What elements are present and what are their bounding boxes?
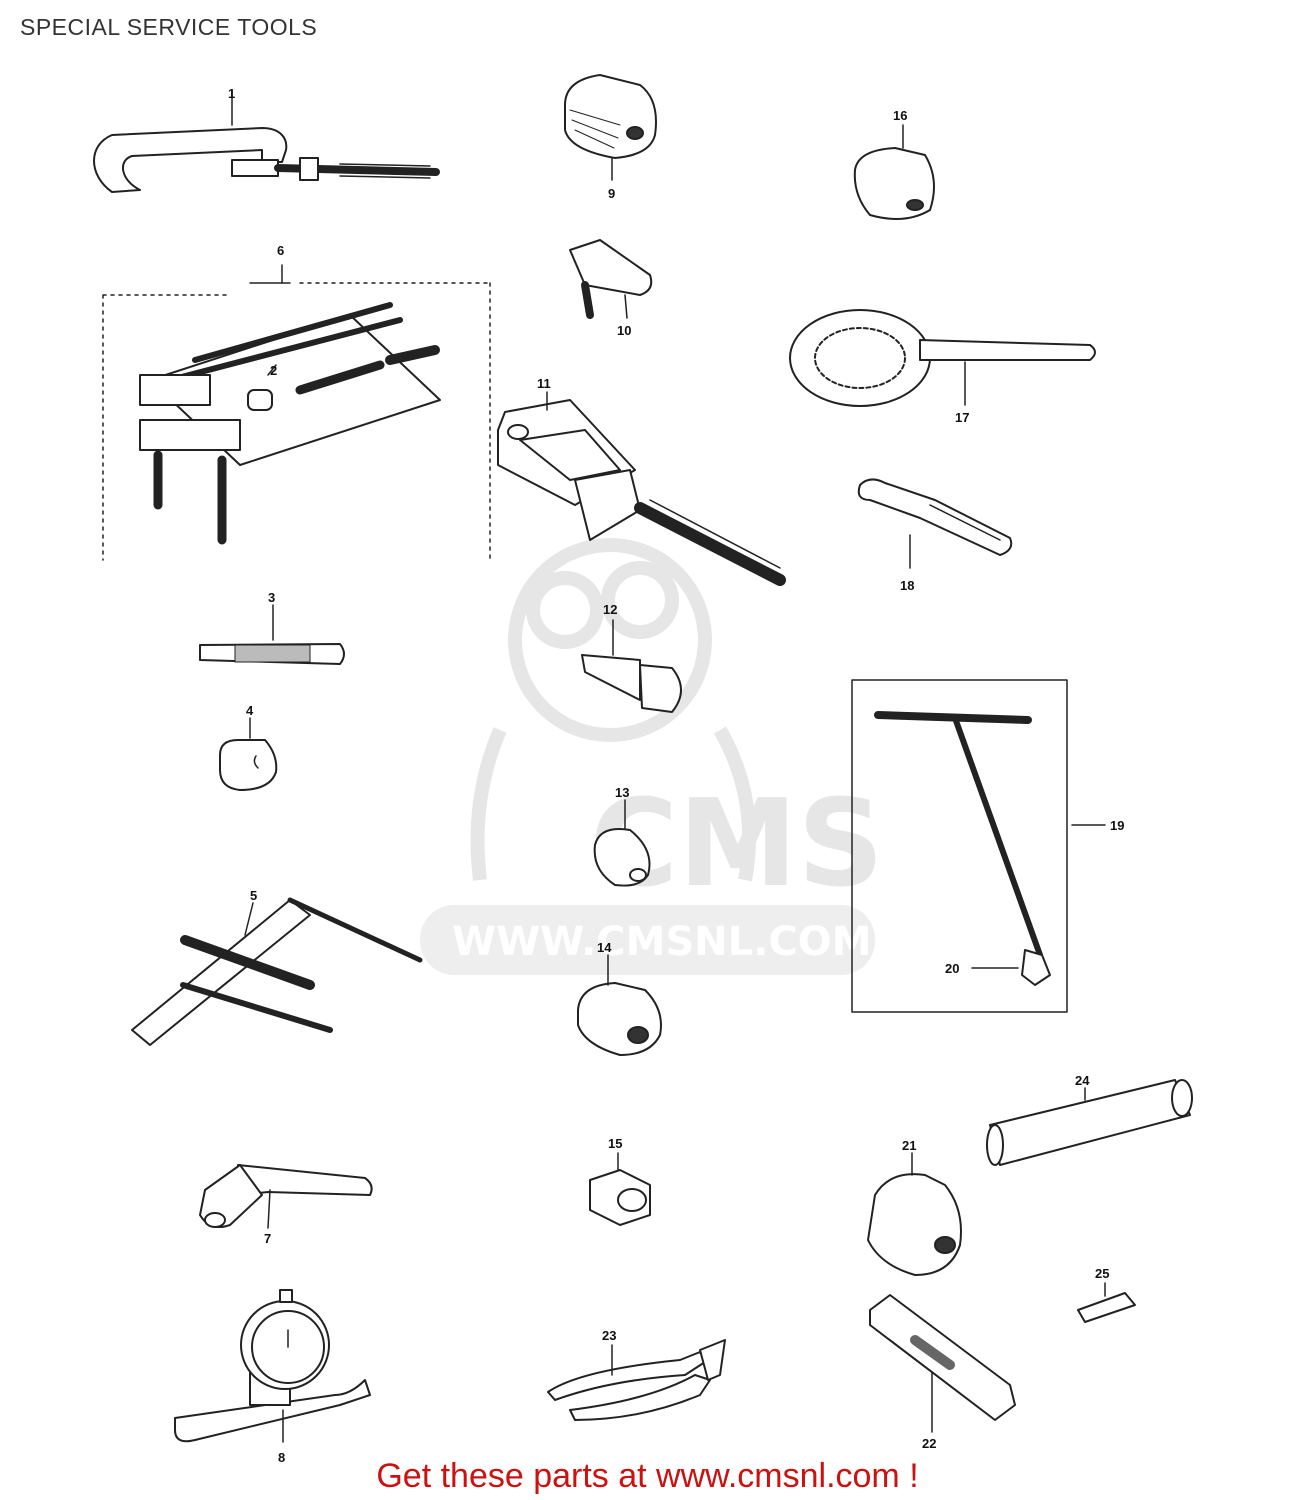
callout-21: 21	[902, 1138, 916, 1153]
tool-3-pin	[199, 604, 345, 665]
watermark-head	[508, 538, 712, 742]
callout-13: 13	[615, 785, 629, 800]
tool-7-crank	[199, 1164, 373, 1229]
tool-19-t-handle	[851, 679, 1106, 1013]
tool-23-pliers	[547, 1339, 726, 1421]
callout-19: 19	[1110, 818, 1124, 833]
tool-24-tube	[986, 1079, 1193, 1166]
callout-23: 23	[602, 1328, 616, 1343]
callout-20: 20	[945, 961, 959, 976]
callout-17: 17	[955, 410, 969, 425]
watermark-goggle-right	[601, 561, 679, 639]
tool-17-clutch-holder	[789, 309, 1096, 407]
tool-16-cap	[853, 124, 935, 220]
callout-9: 9	[608, 186, 615, 201]
callout-15: 15	[608, 1136, 622, 1151]
tool-14-cap	[577, 954, 662, 1056]
watermark-banner	[420, 905, 875, 975]
callout-3: 3	[268, 590, 275, 605]
callout-11: 11	[537, 376, 551, 391]
tool-9-cap	[564, 74, 657, 181]
callout-16: 16	[893, 108, 907, 123]
footer-link[interactable]: Get these parts at www.cmsnl.com !	[376, 1457, 919, 1495]
callout-labels: 1 2 3 4 5 6 7 8 9 10 11 12 13 14 15 16 1…	[228, 86, 1124, 1465]
watermark-body	[470, 726, 757, 882]
page-title: SPECIAL SERVICE TOOLS	[20, 14, 318, 40]
watermark-url: WWW.CMSNL.COM	[452, 919, 872, 965]
callout-14: 14	[597, 940, 612, 955]
callout-12: 12	[603, 602, 617, 617]
callout-4: 4	[246, 703, 254, 718]
tool-11-clamp	[497, 391, 786, 586]
callout-2: 2	[270, 363, 277, 378]
callout-10: 10	[617, 323, 631, 338]
callout-25: 25	[1095, 1266, 1109, 1281]
tool-13-nut	[593, 799, 651, 887]
tool-18-spanner	[857, 478, 1013, 569]
tool-21-drum	[867, 1152, 962, 1276]
callout-6: 6	[277, 243, 284, 258]
callout-1: 1	[228, 86, 235, 101]
tool-1-hook-puller	[93, 89, 440, 193]
callout-7: 7	[264, 1231, 271, 1246]
tool-6-box	[102, 264, 491, 561]
callout-18: 18	[900, 578, 914, 593]
tool-12-bolt	[581, 619, 682, 713]
watermark	[420, 538, 875, 975]
callout-5: 5	[250, 888, 257, 903]
tool-5-puller	[131, 897, 423, 1046]
tool-25-pin	[1077, 1282, 1136, 1323]
tool-8-dial-gauge	[174, 1289, 371, 1443]
tool-15-socket	[589, 1152, 651, 1226]
watermark-goggle-left	[526, 571, 604, 649]
tool-22-handle	[869, 1294, 1016, 1433]
callout-22: 22	[922, 1436, 936, 1451]
tool-4-cup	[219, 717, 278, 791]
callout-24: 24	[1075, 1073, 1090, 1088]
tool-10-nipple	[569, 239, 653, 319]
callout-8: 8	[278, 1450, 285, 1465]
